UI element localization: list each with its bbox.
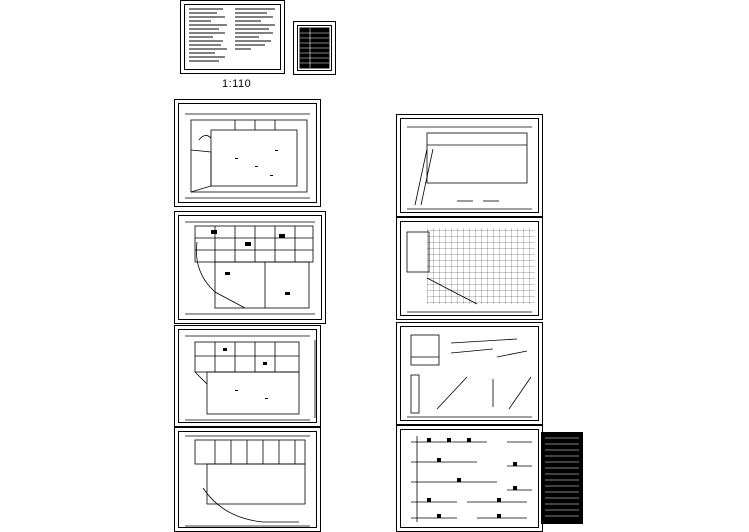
floor-plan-sheet-5: [396, 114, 543, 217]
table-sheet: [293, 21, 336, 75]
grid-plan-sheet: [396, 217, 543, 320]
floor-plan-sheet-3: [174, 325, 321, 427]
floor-plan-sheet-4: [174, 427, 321, 532]
legend-block: [541, 432, 583, 524]
notes-sheet: [180, 0, 285, 74]
section-detail-sheet: [396, 322, 543, 425]
floor-plan-sheet-1: [174, 99, 321, 207]
scale-label: 1:110: [222, 78, 252, 90]
floor-plan-sheet-2: [174, 211, 326, 324]
system-diagram-sheet: [396, 425, 543, 532]
